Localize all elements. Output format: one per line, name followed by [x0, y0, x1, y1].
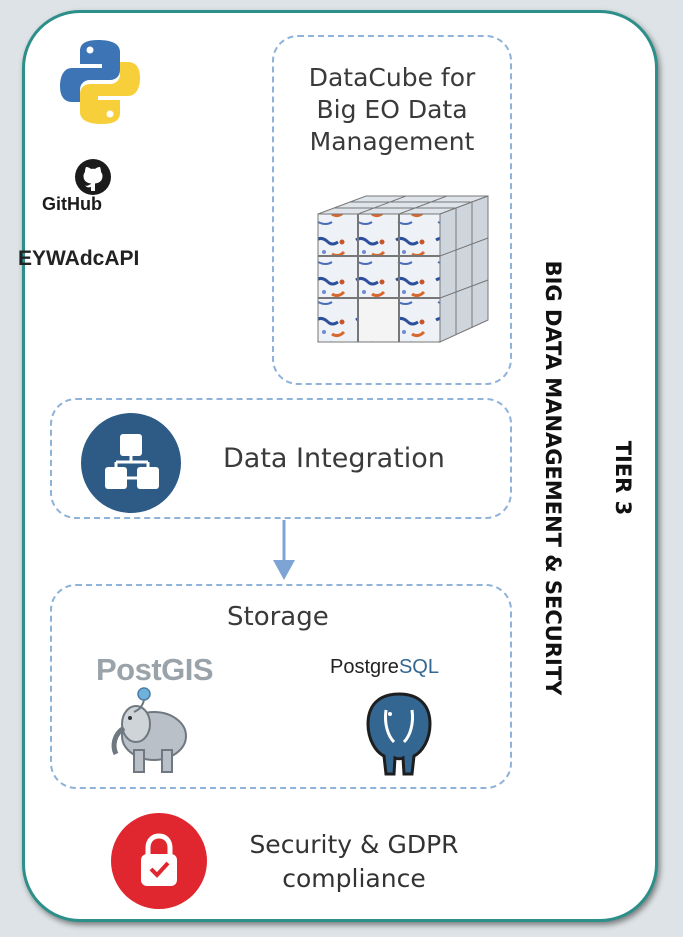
datacube-cube-icon [317, 195, 489, 343]
data-integration-box [50, 398, 512, 519]
postgresql-prefix: Postgre [330, 656, 399, 678]
down-arrow-icon [273, 520, 295, 580]
security-line1: Security & GDPR [249, 830, 459, 859]
postgis-elephant-icon [111, 687, 187, 773]
security-lock-icon [111, 813, 207, 909]
postgis-logo-text: PostGIS [96, 652, 214, 687]
api-label: EYWAdcAPI [18, 247, 140, 270]
storage-box [50, 584, 512, 789]
postgresql-logo-text: PostgreSQL [330, 656, 439, 679]
datacube-title-line1: DataCube for [308, 63, 476, 92]
datacube-box [272, 35, 512, 385]
github-label: GitHub [42, 194, 102, 214]
security-label: Security & GDPR compliance [219, 828, 489, 896]
vertical-title: BIG DATA MANAGEMENT & SECURITY [541, 260, 565, 696]
datacube-title-line2: Big EO Data [316, 95, 468, 124]
python-logo-icon [60, 40, 140, 124]
datacube-title-line3: Management [309, 127, 475, 156]
security-line2: compliance [282, 864, 426, 893]
tier-label: TIER 3 [611, 440, 635, 516]
datacube-title: DataCube for Big EO Data Management [284, 62, 500, 158]
storage-label: Storage [227, 602, 329, 632]
postgresql-elephant-icon [366, 692, 432, 776]
database-integration-icon [81, 413, 181, 513]
data-integration-label: Data Integration [223, 443, 445, 474]
github-icon [75, 159, 111, 195]
postgresql-suffix: SQL [398, 656, 439, 678]
